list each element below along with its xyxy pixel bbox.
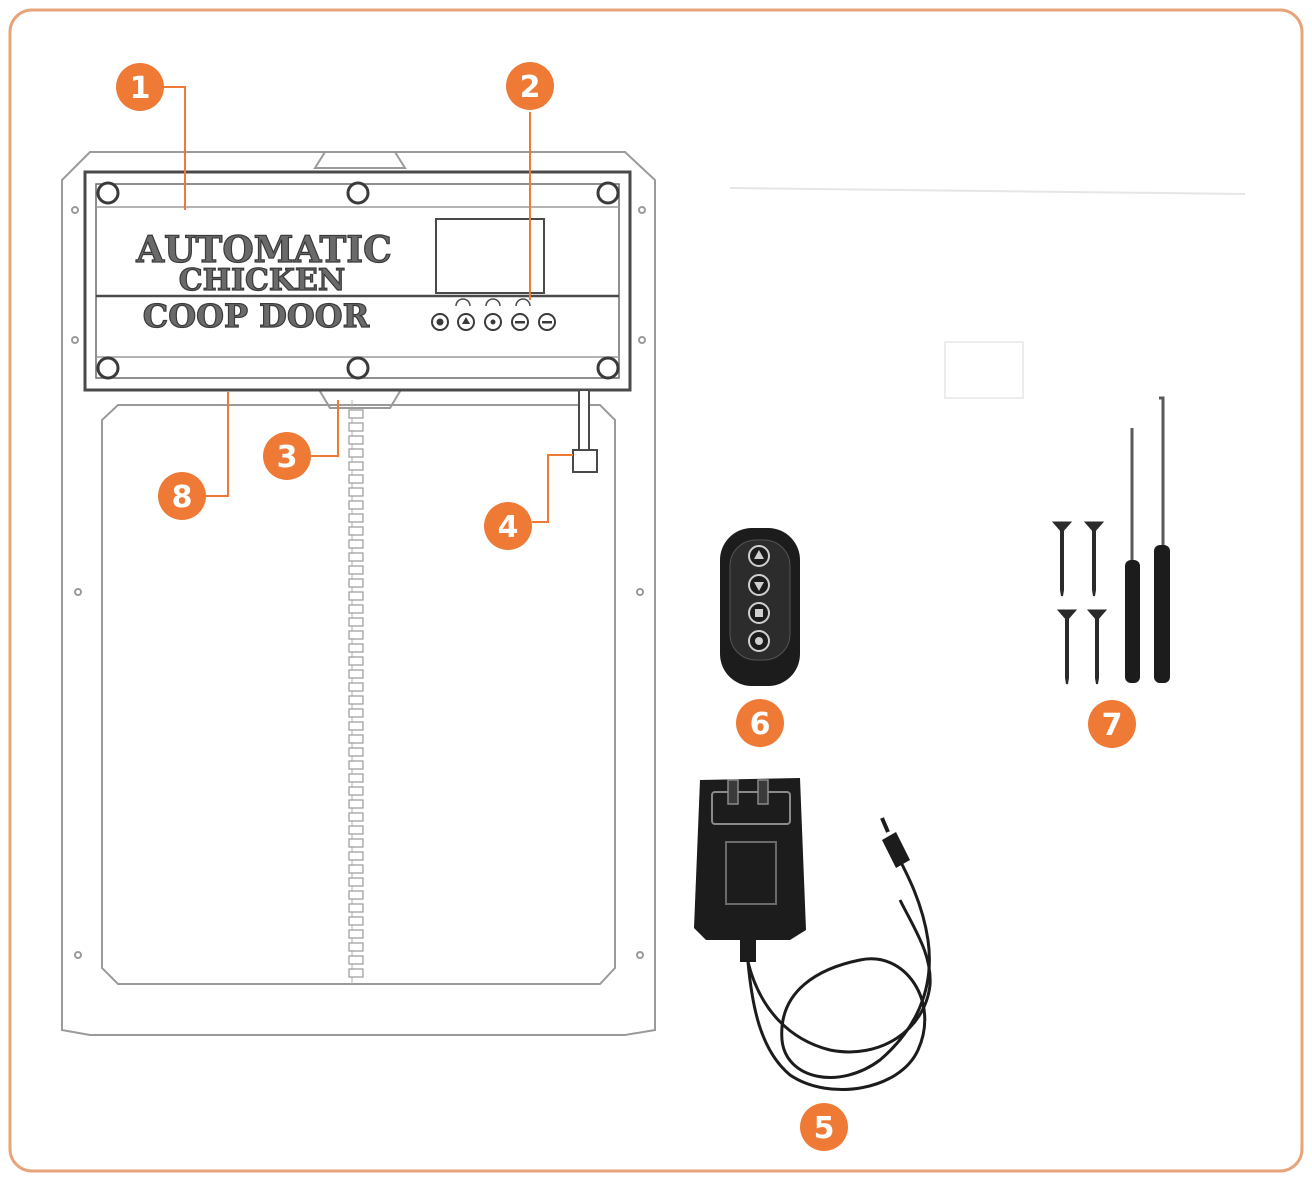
rack-tooth — [348, 643, 364, 653]
leader-3 — [310, 400, 339, 457]
rack-tooth — [348, 604, 364, 614]
rack-tooth — [348, 877, 364, 887]
title-line-3: COOP DOOR — [143, 297, 370, 335]
screw — [1083, 521, 1105, 597]
rack-tooth — [348, 448, 364, 458]
dc-plug — [882, 832, 910, 868]
rack-tooth — [348, 422, 364, 432]
svg-text:5: 5 — [814, 1111, 835, 1146]
rack-tooth — [348, 630, 364, 640]
rack-tooth — [348, 656, 364, 666]
rack-tooth — [348, 682, 364, 692]
rack-tooth — [348, 708, 364, 718]
rack-tooth — [348, 890, 364, 900]
rack-tooth — [348, 500, 364, 510]
title-line-1: AUTOMATIC — [135, 229, 392, 271]
sliding-door-panel — [101, 404, 616, 985]
callout-5: 5 — [800, 1103, 848, 1151]
screw — [1056, 609, 1078, 685]
bottom-tab — [317, 387, 403, 409]
rack-tooth — [348, 578, 364, 588]
rack-tooth — [348, 747, 364, 757]
screw — [1051, 521, 1073, 597]
title-line-2: CHICKEN — [179, 263, 346, 298]
rack-tooth — [348, 487, 364, 497]
rack-tooth — [348, 552, 364, 562]
svg-text:1: 1 — [130, 71, 151, 106]
callout-2: 2 — [506, 62, 554, 110]
rack-tooth — [348, 565, 364, 575]
housing-screw — [96, 181, 120, 205]
rack-tooth — [348, 409, 364, 419]
rack-tooth — [348, 461, 364, 471]
housing-screw — [596, 181, 620, 205]
screwdrivers — [1125, 396, 1170, 683]
svg-text:6: 6 — [750, 707, 771, 742]
mounting-screws — [1051, 521, 1108, 685]
rack-tooth — [348, 955, 364, 965]
lcd-display — [435, 218, 545, 294]
housing-screw — [346, 356, 370, 380]
remote-control — [720, 528, 800, 686]
rack-tooth — [348, 474, 364, 484]
faint-separator — [729, 187, 1246, 195]
power-adapter — [694, 778, 932, 1091]
housing-screw — [96, 356, 120, 380]
rack-tooth — [348, 760, 364, 770]
callout-6: 6 — [736, 699, 784, 747]
rack-tooth — [348, 799, 364, 809]
housing-screw — [346, 181, 370, 205]
motor-housing: AUTOMATIC CHICKEN COOP DOOR — [83, 170, 632, 392]
callout-leaders — [163, 86, 573, 523]
rack-tooth — [348, 968, 364, 978]
rack-tooth — [348, 721, 364, 731]
rack-tooth — [348, 695, 364, 705]
rack-tooth — [348, 435, 364, 445]
callout-7: 7 — [1088, 700, 1136, 748]
leader-4 — [532, 454, 573, 523]
rack-tooth — [348, 526, 364, 536]
rack-tooth — [348, 812, 364, 822]
callout-badges: 1 2 3 4 5 6 7 8 — [116, 62, 1136, 1151]
rack-chain — [348, 400, 364, 985]
svg-text:7: 7 — [1102, 708, 1123, 743]
rack-tooth — [348, 851, 364, 861]
callout-4: 4 — [484, 502, 532, 550]
rack-tooth — [348, 903, 364, 913]
faint-box — [944, 341, 1024, 399]
rack-tooth — [348, 825, 364, 835]
rack-tooth — [348, 864, 364, 874]
rack-tooth — [348, 617, 364, 627]
rack-tooth — [348, 838, 364, 848]
cable-connector — [572, 389, 598, 473]
svg-text:2: 2 — [520, 70, 541, 105]
svg-text:8: 8 — [172, 480, 193, 515]
leader-1 — [163, 86, 186, 210]
rack-tooth — [348, 591, 364, 601]
callout-1: 1 — [116, 63, 164, 111]
rack-tooth — [348, 942, 364, 952]
coop-door-assembly — [61, 151, 656, 1036]
callout-8: 8 — [158, 472, 206, 520]
screwdriver — [1154, 396, 1170, 683]
door-plate — [61, 151, 656, 1036]
rack-tooth — [348, 773, 364, 783]
rack-tooth — [348, 734, 364, 744]
rack-tooth — [348, 513, 364, 523]
rack-tooth — [348, 786, 364, 796]
svg-text:3: 3 — [277, 440, 298, 475]
leader-8 — [206, 392, 229, 497]
top-tab — [313, 151, 407, 169]
rack-tooth — [348, 539, 364, 549]
callout-3: 3 — [263, 432, 311, 480]
svg-text:4: 4 — [498, 510, 519, 545]
rack-tooth — [348, 916, 364, 926]
housing-screw — [596, 356, 620, 380]
rack-tooth — [348, 669, 364, 679]
rack-tooth — [348, 929, 364, 939]
screwdriver — [1125, 428, 1140, 683]
screw — [1086, 609, 1108, 685]
